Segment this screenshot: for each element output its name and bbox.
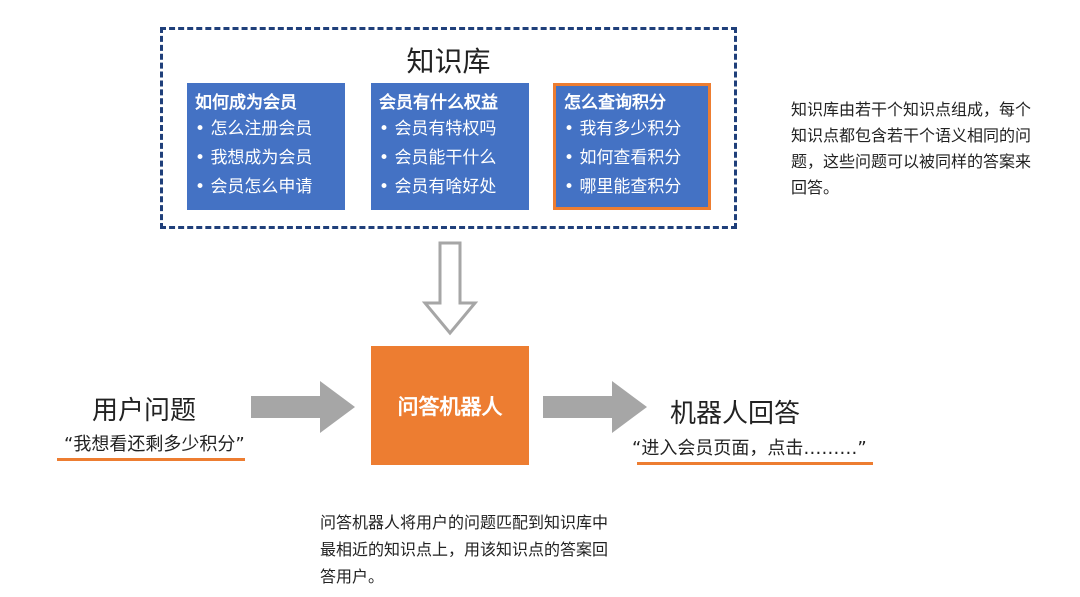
user-question-example: “我想看还剩多少积分” bbox=[64, 434, 245, 455]
kb-card-item: 会员有特权吗 bbox=[379, 115, 521, 144]
down-arrow-icon bbox=[421, 241, 479, 336]
kb-card-item: 会员怎么申请 bbox=[195, 173, 337, 202]
kb-card-item: 会员有啥好处 bbox=[379, 173, 521, 202]
knowledge-base-title: 知识库 bbox=[406, 45, 491, 78]
user-question-label: 用户问题 bbox=[92, 396, 197, 426]
kb-card-item: 我想成为会员 bbox=[195, 144, 337, 173]
kb-card-title: 如何成为会员 bbox=[195, 93, 297, 113]
qa-robot-label: 问答机器人 bbox=[397, 394, 503, 419]
robot-answer-underline bbox=[637, 462, 873, 465]
knowledge-base-frame bbox=[160, 27, 737, 229]
right-arrow-icon-output bbox=[543, 381, 647, 433]
kb-card-item: 会员能干什么 bbox=[379, 144, 521, 173]
kb-card-become-member: 如何成为会员 怎么注册会员 我想成为会员 会员怎么申请 bbox=[187, 83, 345, 210]
kb-card-title: 会员有什么权益 bbox=[379, 93, 498, 113]
kb-card-item: 我有多少积分 bbox=[564, 115, 703, 144]
robot-description: 问答机器人将用户的问题匹配到知识库中最相近的知识点上，用该知识点的答案回答用户。 bbox=[320, 513, 609, 586]
right-arrow-icon-input bbox=[251, 381, 355, 433]
kb-card-item: 如何查看积分 bbox=[564, 144, 703, 173]
kb-card-query-points: 怎么查询积分 我有多少积分 如何查看积分 哪里能查积分 bbox=[553, 83, 711, 210]
qa-robot-box: 问答机器人 bbox=[371, 346, 529, 465]
kb-card-item: 哪里能查积分 bbox=[564, 173, 703, 202]
kb-card-title: 怎么查询积分 bbox=[564, 93, 666, 113]
knowledge-base-description: 知识库由若干个知识点组成，每个知识点都包含若干个语义相同的问题，这些问题可以被同… bbox=[791, 100, 1032, 197]
kb-card-member-benefits: 会员有什么权益 会员有特权吗 会员能干什么 会员有啥好处 bbox=[371, 83, 529, 210]
kb-card-item: 怎么注册会员 bbox=[195, 115, 337, 144]
user-question-underline bbox=[57, 458, 245, 461]
robot-answer-example: “进入会员页面，点击………” bbox=[632, 438, 867, 459]
robot-answer-label: 机器人回答 bbox=[670, 399, 801, 429]
